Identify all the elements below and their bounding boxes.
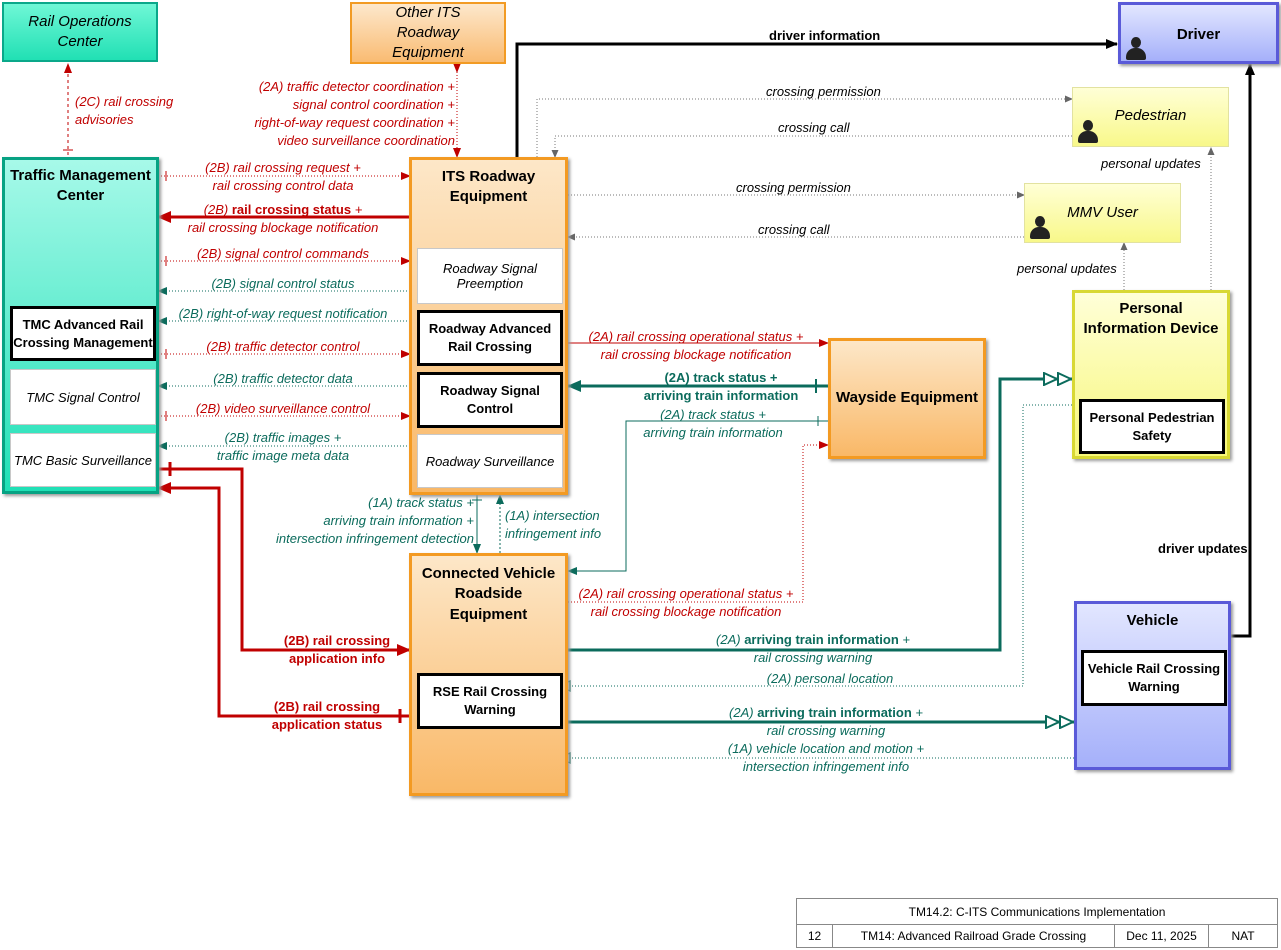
vehicle-node[interactable]: Vehicle Vehicle Rail Crossing Warning [1074,601,1231,770]
label-driver-updates: driver updates [1158,541,1248,556]
label-track-status-thin: (2A) track status +arriving train inform… [643,407,783,440]
flow-crossing-call-ped [551,135,1072,158]
label-rail-crossing-status: (2B) rail crossing status +rail crossing… [187,202,379,235]
label-cv-operational-status: (2A) rail crossing operational status +r… [578,586,794,619]
driver-label: Driver [1176,26,1221,43]
roadway-signal-preemption[interactable]: Roadway Signal Preemption [417,248,563,304]
label-vehicle-arriving-train: (2A) arriving train information +rail cr… [729,705,923,738]
flow-app-status [157,482,410,718]
mmv-user-label: MMV User [1067,204,1138,221]
label-crossing-permission-ped: crossing permission [766,84,881,99]
label-pid-arriving-train: (2A) arriving train information +rail cr… [716,632,910,665]
flow-pid-arriving-train [568,379,1072,652]
roadway-advanced-rail-crossing[interactable]: Roadway Advanced Rail Crossing [417,310,563,366]
tmc-title: Traffic Management Center [10,167,151,205]
label-driver-information: driver information [769,28,881,43]
other-its-roadway-label: Other ITS Roadway Equipment [392,3,464,62]
label-crossing-call-mmv: crossing call [758,222,830,237]
label-personal-location: (2A) personal location [766,671,894,686]
vehicle-rail-crossing-warning[interactable]: Vehicle Rail Crossing Warning [1081,650,1227,706]
mmv-user-node[interactable]: MMV User [1024,183,1181,243]
label-detector-control: (2B) traffic detector control [206,339,360,354]
rail-operations-center-node[interactable]: Rail Operations Center [2,2,158,62]
title-block: TM14.2: C-ITS Communications Implementat… [796,898,1278,948]
tmc-advanced-rail-crossing-management[interactable]: TMC Advanced Rail Crossing Management [10,306,156,361]
footer-date: Dec 11, 2025 [1115,924,1209,948]
flow-driver-updates [1231,63,1255,638]
flow-cv-operational-status [568,441,829,603]
other-its-roadway-node[interactable]: Other ITS Roadway Equipment [350,2,506,64]
its-roadway-equipment-node[interactable]: ITS Roadway Equipment Roadway Signal Pre… [409,157,568,495]
label-crossing-permission-mmv: crossing permission [736,180,851,195]
pid-title: Personal Information Device [1083,300,1219,338]
tmc-signal-control[interactable]: TMC Signal Control [10,369,156,425]
flow-driver-information [515,39,1118,157]
wayside-equipment-node[interactable]: Wayside Equipment [828,338,986,459]
label-personal-updates-ped: personal updates [1101,156,1201,171]
label-track-status-bold: (2A) track status +arriving train inform… [643,370,799,403]
label-personal-updates-mmv: personal updates [1017,261,1117,276]
flow-track-status-thin [567,420,828,575]
pedestrian-person-icon [1077,120,1099,144]
footer-diagram-name: TM14: Advanced Railroad Grade Crossing [833,924,1115,948]
personal-information-device-node[interactable]: Personal Information Device Personal Ped… [1072,290,1230,459]
label-traffic-images: (2B) traffic images +traffic image meta … [216,430,350,463]
rail-operations-center-label: Rail Operations Center [28,12,132,50]
cvrse-title: Connected Vehicle Roadside Equipment [421,565,556,623]
label-video-control: (2B) video surveillance control [195,401,371,416]
pedestrian-label: Pedestrian [1114,107,1187,124]
tmc-basic-surveillance[interactable]: TMC Basic Surveillance [10,433,156,487]
traffic-management-center-node[interactable]: Traffic Management Center TMC Advanced R… [2,157,159,494]
label-detector-data: (2B) traffic detector data [213,371,353,386]
driver-node[interactable]: Driver [1118,2,1279,64]
roadway-signal-control[interactable]: Roadway Signal Control [417,372,563,428]
vehicle-title: Vehicle [1126,612,1179,629]
footer-title: TM14.2: C-ITS Communications Implementat… [908,904,1166,919]
label-adv-operational-status: (2A) rail crossing operational status +r… [588,329,804,362]
wayside-equipment-label: Wayside Equipment [836,389,978,407]
label-crossing-call-ped: crossing call [778,120,850,135]
flow-personal-location [547,404,1072,692]
footer-code: NAT [1231,929,1255,943]
connected-vehicle-roadside-equipment-node[interactable]: Connected Vehicle Roadside Equipment RSE… [409,553,568,796]
label-vehicle-location: (1A) vehicle location and motion +inters… [727,741,925,774]
roadway-surveillance[interactable]: Roadway Surveillance [417,434,563,488]
rse-rail-crossing-warning[interactable]: RSE Rail Crossing Warning [417,673,563,729]
flow-crossing-permission-ped [536,95,1073,157]
label-other-its-coordination: (2A) traffic detector coordination +sign… [254,79,455,148]
label-signal-control-status: (2B) signal control status [211,276,355,291]
label-rail-crossing-request: (2B) rail crossing request +rail crossin… [205,160,361,193]
footer-page-number: 12 [797,924,833,948]
label-row-notification: (2B) right-of-way request notification [178,306,388,321]
flow-app-info [158,467,411,656]
personal-pedestrian-safety[interactable]: Personal Pedestrian Safety [1079,399,1225,454]
pedestrian-node[interactable]: Pedestrian [1072,87,1229,147]
mmv-user-person-icon [1029,216,1051,240]
driver-person-icon [1125,37,1147,61]
label-1a-track-status: (1A) track status +arriving train inform… [275,495,474,546]
label-signal-control-commands: (2B) signal control commands [197,246,369,261]
its-roadway-title: ITS Roadway Equipment [441,168,536,206]
